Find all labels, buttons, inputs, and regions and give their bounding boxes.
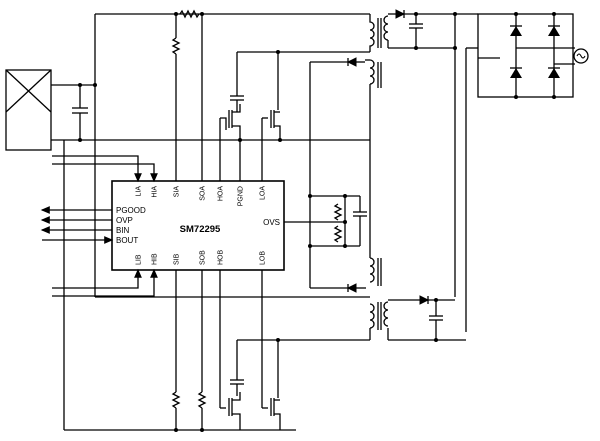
pin-left-pgood: PGOOD xyxy=(116,206,146,215)
pin-bottom-hob: HOB xyxy=(218,250,225,266)
transformer-bottom xyxy=(369,246,389,340)
mosfet-low-side-b xyxy=(262,338,281,430)
pin-bottom-lob: LOB xyxy=(260,251,267,265)
bottom-channel-wiring xyxy=(171,270,263,432)
left-output-arrows xyxy=(40,206,114,244)
transformer-top xyxy=(365,14,389,140)
rectifier-diode-bottom xyxy=(387,295,466,342)
h-bridge xyxy=(466,12,589,99)
top-input-arrows xyxy=(52,155,158,183)
pin-top-sia: SIA xyxy=(174,186,181,198)
rectifier-diode-mid-top xyxy=(309,57,365,288)
pin-top-pgnd: PGND xyxy=(238,186,245,206)
input-capacitor xyxy=(72,83,88,142)
pin-top-hia: HIA xyxy=(152,186,159,198)
mosfet-high-side-b xyxy=(220,339,370,430)
rectifier-diode-mid-bottom xyxy=(310,283,366,293)
pin-top-soa: SOA xyxy=(200,186,207,201)
rectifier-diode-top xyxy=(387,9,455,50)
solar-panel xyxy=(5,69,95,151)
pin-bottom-sob: SOB xyxy=(200,250,207,265)
pin-bottom-lib: LIB xyxy=(136,254,143,265)
ovs-feedback xyxy=(284,140,371,248)
mosfet-low-side-a xyxy=(262,50,281,140)
dc-bus xyxy=(453,12,478,332)
sm72295-chip: SM72295 LIA HIA SIA SOA HOA PGND LOA LIB HIB SIB… xyxy=(111,180,285,271)
bottom-input-arrows xyxy=(52,268,158,297)
chip-part-number: SM72295 xyxy=(180,224,221,235)
pin-left-ovp: OVP xyxy=(116,216,133,225)
pin-top-loa: LOA xyxy=(260,186,267,200)
pin-left-bout: BOUT xyxy=(116,236,138,245)
pin-left-bin: BIN xyxy=(116,226,130,235)
top-channel-wiring xyxy=(171,14,263,181)
mosfet-high-side-a xyxy=(220,51,370,140)
pin-top-lia: LIA xyxy=(136,186,143,197)
pin-right-ovs: OVS xyxy=(263,218,280,227)
pin-top-hoa: HOA xyxy=(218,186,225,202)
pin-bottom-sib: SIB xyxy=(174,253,181,265)
pin-bottom-hib: HIB xyxy=(152,253,159,265)
